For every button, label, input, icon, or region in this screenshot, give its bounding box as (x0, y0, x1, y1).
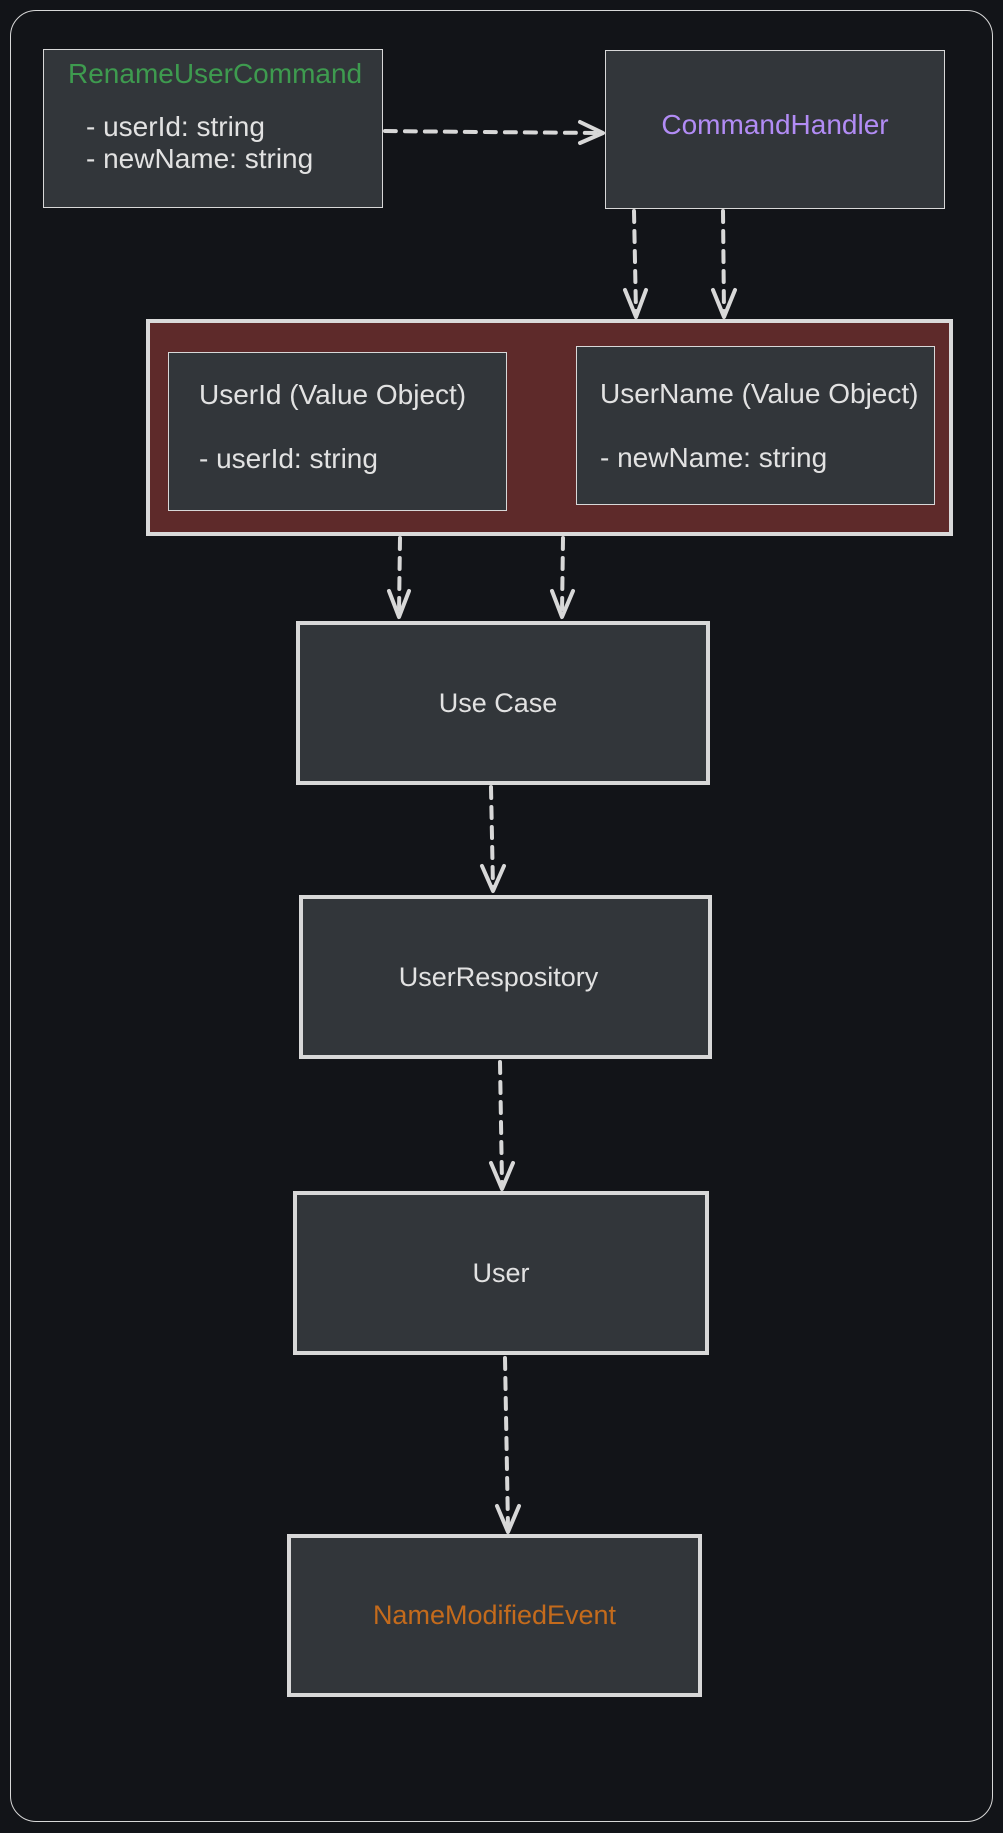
name-modified-event-box[interactable]: NameModifiedEvent (287, 1534, 702, 1697)
diagram-frame (10, 10, 993, 1822)
command-field-new-name: - newName: string (86, 143, 314, 174)
use-case-box[interactable]: Use Case (296, 621, 710, 785)
user-name-value-object-box[interactable]: UserName (Value Object) - newName: strin… (576, 346, 935, 505)
user-repository-box[interactable]: UserRespository (299, 895, 712, 1059)
user-id-title: UserId (Value Object) (199, 379, 467, 410)
command-box[interactable]: RenameUserCommand - userId: string - new… (43, 49, 383, 208)
user-label: User (472, 1257, 530, 1288)
command-handler-box[interactable]: CommandHandler (605, 50, 945, 209)
command-title: RenameUserCommand (68, 58, 363, 89)
user-id-value-object-box[interactable]: UserId (Value Object) - userId: string (168, 352, 507, 511)
use-case-label: Use Case (438, 687, 558, 718)
command-handler-title: CommandHandler (661, 108, 889, 140)
user-box[interactable]: User (293, 1191, 709, 1355)
user-repository-label: UserRespository (398, 961, 599, 992)
user-name-field: - newName: string (600, 442, 828, 473)
command-field-user-id: - userId: string (86, 111, 265, 142)
user-name-title: UserName (Value Object) (600, 378, 919, 409)
name-modified-event-label: NameModifiedEvent (372, 1600, 617, 1630)
user-id-field: - userId: string (199, 443, 378, 474)
